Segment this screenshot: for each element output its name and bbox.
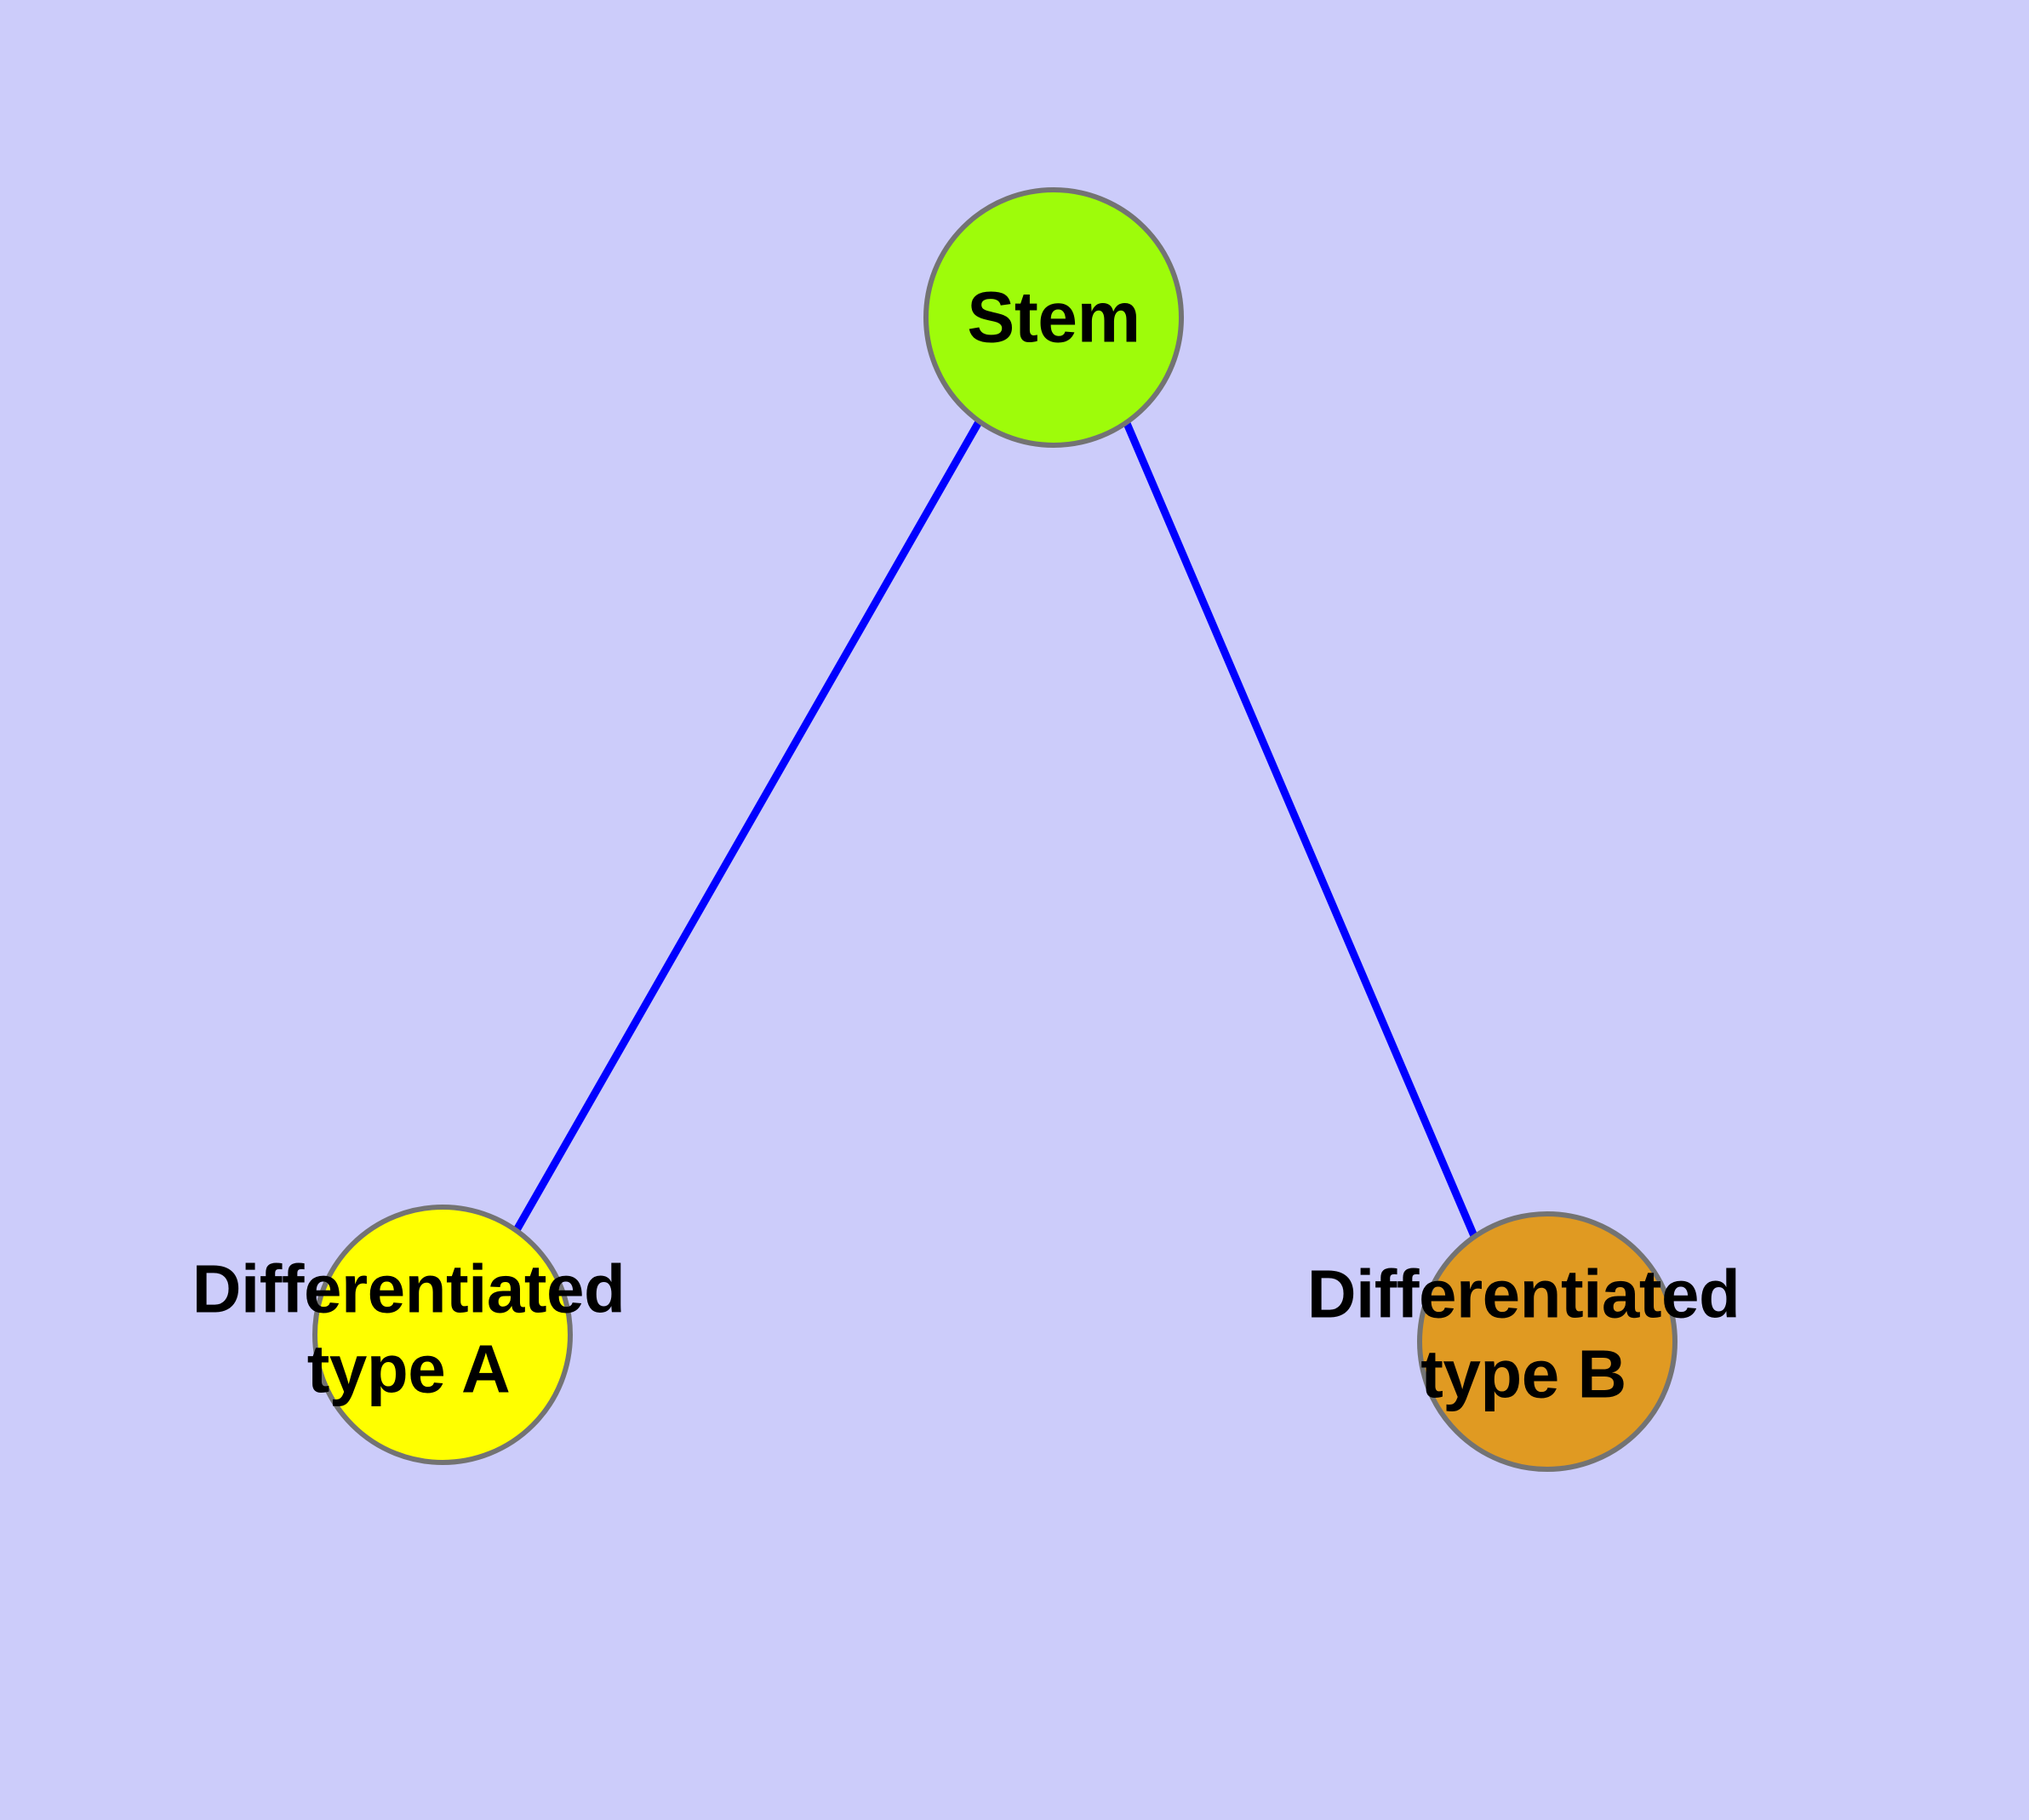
edge-layer — [513, 418, 1478, 1238]
node-stem[interactable] — [923, 187, 1184, 448]
edge-stem-to-a[interactable] — [513, 418, 983, 1233]
node-diff-a[interactable] — [312, 1205, 573, 1465]
node-diff-b[interactable] — [1417, 1211, 1677, 1472]
node-layer — [312, 187, 1677, 1472]
edge-stem-to-b[interactable] — [1122, 420, 1478, 1238]
